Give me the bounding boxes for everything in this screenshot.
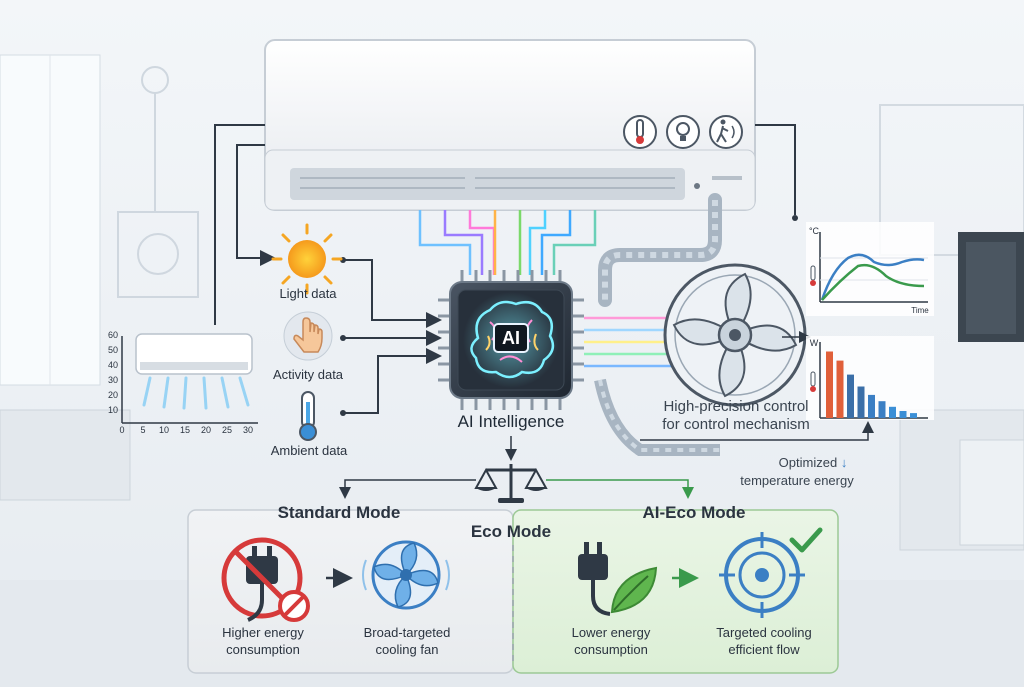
- connector-ac-to-light: [236, 144, 276, 266]
- lower-energy-line1: Lower energy: [571, 625, 651, 640]
- connector-light-to-chip: [343, 259, 442, 328]
- thermometer-sensor-icon: [623, 115, 657, 149]
- control-label-line1: High-precision control: [663, 398, 809, 415]
- main-air-conditioner: [264, 39, 756, 211]
- power-bar: [868, 394, 875, 418]
- targeted-cooling-line1: Targeted cooling: [716, 625, 812, 640]
- x-tick: 25: [221, 425, 232, 435]
- eco-mode-label: Eco Mode: [470, 522, 552, 541]
- ai-badge-box: [493, 323, 529, 353]
- temp-chart-unit: °C: [808, 226, 820, 236]
- optimized-label-line1: Optimized ↓: [758, 455, 868, 470]
- x-tick: 20: [200, 425, 211, 435]
- activity-data-label: Activity data: [272, 367, 344, 382]
- connector-scale-to-ai-eco: [546, 479, 694, 499]
- x-tick: 10: [158, 425, 169, 435]
- y-tick: 50: [107, 345, 118, 355]
- balance-scale-icon: [474, 464, 548, 503]
- feedback-tube: [598, 193, 722, 307]
- power-bar: [889, 406, 896, 418]
- y-tick: 20: [107, 390, 118, 400]
- broad-fan-line1: Broad-targeted: [363, 625, 451, 640]
- power-chart-unit: W: [809, 338, 819, 348]
- x-tick: 5: [140, 425, 146, 435]
- left-chart-axes: [121, 336, 258, 424]
- optimized-label-line2: temperature energy: [740, 473, 854, 488]
- y-tick: 40: [107, 360, 118, 370]
- targeted-cooling-line2: efficient flow: [728, 642, 800, 657]
- power-bar: [836, 360, 844, 418]
- lower-energy-line2: consumption: [574, 642, 648, 657]
- ambient-data-label: Ambient data: [270, 443, 348, 458]
- wall-frame-left: [117, 211, 199, 298]
- optimized-text: Optimized: [778, 455, 838, 470]
- x-tick: 30: [242, 425, 253, 435]
- y-tick: 10: [107, 405, 118, 415]
- wall-cabinet-right: [879, 104, 1024, 256]
- signal-wires: [418, 210, 597, 275]
- power-bar: [899, 411, 907, 418]
- ai-badge: AI: [502, 328, 520, 348]
- power-bar: [826, 351, 833, 418]
- light-sensor-icon: [666, 115, 700, 149]
- motion-sensor-icon: [709, 115, 743, 149]
- power-bar: [910, 413, 917, 418]
- connector-ac-to-chart: [755, 124, 796, 215]
- temperature-line-green: [821, 263, 925, 301]
- power-bar: [878, 401, 886, 418]
- temperature-chart: [806, 222, 934, 316]
- large-fan-icon: [663, 263, 807, 407]
- broad-fan-line2: cooling fan: [375, 642, 439, 657]
- power-bar: [847, 374, 854, 418]
- light-data-label: Light data: [279, 286, 337, 301]
- power-bar: [857, 386, 865, 418]
- x-tick: 15: [179, 425, 190, 435]
- target-icon: [719, 532, 805, 618]
- eco-plug-leaf-icon: [578, 542, 658, 616]
- down-arrow-icon: ↓: [840, 455, 848, 470]
- thermometer-icon: [299, 391, 317, 441]
- desk-left: [0, 409, 131, 501]
- temperature-line-blue: [820, 253, 925, 301]
- broad-cooling-fan-icon: [362, 540, 450, 610]
- standard-mode-title: Standard Mode: [277, 503, 401, 522]
- y-tick: 60: [107, 330, 118, 340]
- checkmark-icon: [789, 527, 823, 553]
- x-tick: 0: [119, 425, 125, 435]
- higher-energy-line2: consumption: [226, 642, 300, 657]
- y-tick: 30: [107, 375, 118, 385]
- connector-ambient-to-chip: [343, 348, 442, 414]
- temp-chart-x-label: Time: [911, 306, 929, 315]
- higher-energy-line1: Higher energy: [222, 625, 304, 640]
- connector-scale-to-standard: [339, 479, 476, 499]
- small-air-conditioner: [135, 333, 253, 410]
- connector-ac-to-small-ac: [214, 124, 265, 325]
- ai-intelligence-label: AI Intelligence: [457, 412, 565, 431]
- sun-icon: [271, 223, 343, 295]
- prohibited-plug-icon: [221, 537, 310, 622]
- power-chart: [806, 336, 934, 420]
- control-label-line2: for control mechanism: [662, 416, 810, 433]
- hand-pointer-icon: [283, 311, 333, 361]
- ai-eco-mode-title: AI-Eco Mode: [642, 503, 746, 522]
